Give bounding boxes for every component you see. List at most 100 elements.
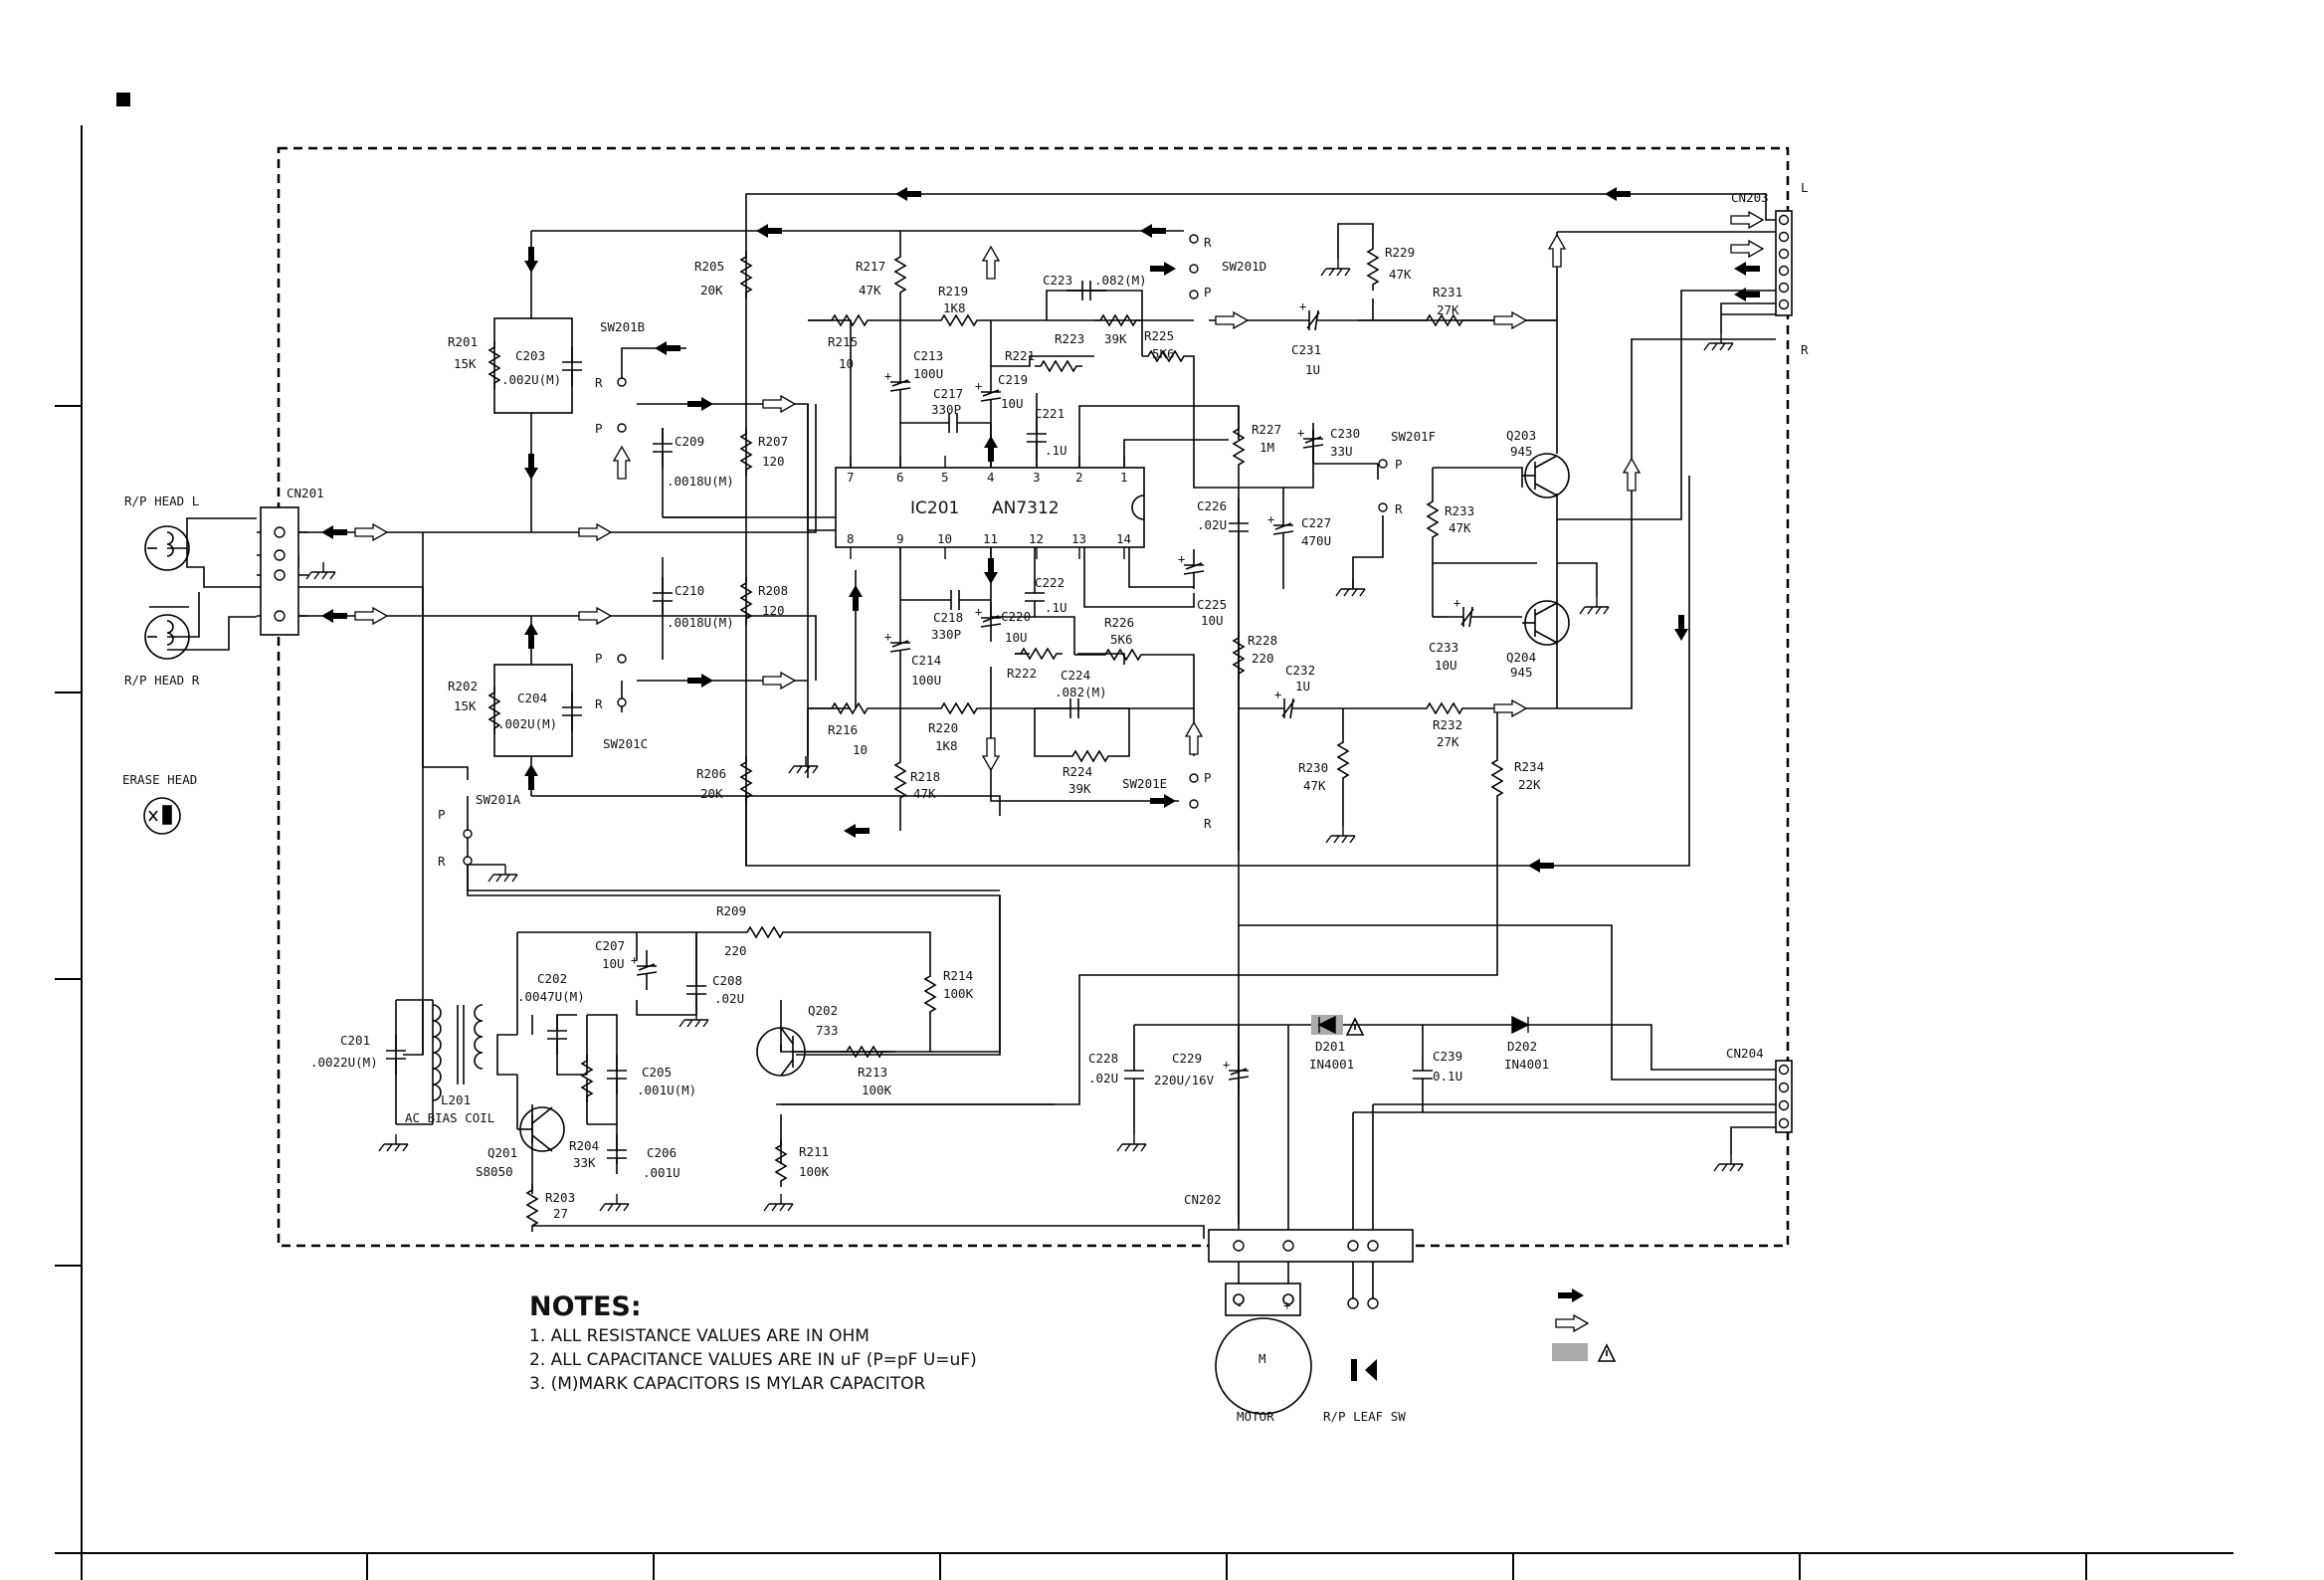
bias-coil-l201	[432, 1004, 484, 1101]
r215-ref: R215	[828, 334, 858, 349]
sw201c-r: R	[595, 696, 603, 711]
r232-ref: R232	[1433, 717, 1462, 732]
ic-pin-numbers: 7 6 5 4 3 2 1 8 9 10 11 12 13 14	[847, 470, 1131, 546]
c225-ref: C225	[1197, 597, 1227, 612]
r219-ref: R219	[938, 284, 968, 298]
c218-ref: C218	[933, 610, 963, 625]
c228-ref: C228	[1088, 1051, 1118, 1066]
r233-ref: R233	[1445, 503, 1474, 518]
sw201f-p: P	[1395, 457, 1403, 472]
r202-val: 15K	[454, 698, 477, 713]
r228-ref: R228	[1248, 633, 1277, 648]
r205-val: 20K	[700, 283, 723, 297]
c207-val: 10U	[602, 956, 625, 971]
c206-ref: C206	[647, 1145, 677, 1160]
erase-head-label: ERASE HEAD	[122, 772, 197, 787]
resistor-r214	[924, 969, 936, 1019]
cn204-label: CN204	[1726, 1046, 1764, 1061]
c232-ref: C232	[1285, 663, 1315, 678]
capacitor-c239	[1412, 1054, 1434, 1095]
r220-ref: R220	[928, 720, 958, 735]
resistor-r209	[740, 926, 790, 938]
ic-pin-12: 12	[1029, 531, 1044, 546]
resistor-r224	[1065, 750, 1115, 762]
c229-ref: C229	[1172, 1051, 1202, 1066]
q204-ref: Q204	[1506, 650, 1536, 665]
c209-val: .0018U(M)	[667, 474, 734, 489]
r203-val: 27	[553, 1206, 568, 1221]
rp-head-l-label: R/P HEAD L	[124, 494, 199, 508]
r208-val: 120	[762, 603, 785, 618]
sw201d-label: SW201D	[1222, 259, 1266, 274]
r202-ref: R202	[448, 679, 478, 693]
capacitor-c230	[1296, 422, 1324, 464]
resistor-r234	[1491, 753, 1503, 803]
sw201b-p: P	[595, 421, 603, 436]
capacitor-c233	[1447, 595, 1488, 628]
c226-ref: C226	[1197, 498, 1227, 513]
ic-pin-13: 13	[1071, 531, 1086, 546]
c217-val: 330P	[931, 402, 961, 417]
c208-ref: C208	[712, 973, 742, 988]
r228-val: 220	[1252, 651, 1274, 666]
resistor-r217	[894, 250, 906, 299]
ic-pin-9: 9	[896, 531, 904, 546]
c210-val: .0018U(M)	[667, 615, 734, 630]
capacitor-c218	[934, 589, 976, 611]
r201-val: 15K	[454, 356, 477, 371]
c224-val: .082(M)	[1055, 685, 1107, 699]
r234-ref: R234	[1514, 759, 1544, 774]
sw201e-label: SW201E	[1122, 776, 1167, 791]
c210-ref: C210	[675, 583, 704, 598]
c239-ref: C239	[1433, 1049, 1462, 1064]
capacitor-c214	[883, 626, 911, 668]
c213-val: 100U	[913, 366, 943, 381]
c204-ref: C204	[517, 691, 547, 705]
c233-val: 10U	[1435, 658, 1457, 673]
r218-ref: R218	[910, 769, 940, 784]
capacitor-c231	[1292, 298, 1334, 331]
r220-val: 1K8	[935, 738, 958, 753]
c239-val: 0.1U	[1433, 1069, 1462, 1084]
c231-val: 1U	[1305, 362, 1320, 377]
legend-playback-arrow	[1558, 1288, 1584, 1302]
r215-val: 10	[839, 356, 854, 371]
leaf-switch-symbol	[1347, 1297, 1379, 1381]
c204-val: .002U(M)	[497, 716, 557, 731]
r221-ref: R221	[1005, 348, 1035, 363]
notes-title: NOTES:	[529, 1291, 642, 1322]
transistor-q203	[1522, 453, 1570, 498]
r204-val: 33K	[573, 1155, 596, 1170]
erase-head	[143, 797, 181, 835]
c220-ref: C220	[1001, 609, 1031, 624]
r203-ref: R203	[545, 1190, 575, 1205]
sw201a-label: SW201A	[476, 792, 521, 807]
r204-ref: R204	[569, 1138, 599, 1153]
q203-part: 945	[1510, 444, 1533, 459]
sw201f-r: R	[1395, 501, 1403, 516]
r214-ref: R214	[943, 968, 973, 983]
c219-val: 10U	[1001, 396, 1024, 411]
rp-head-l	[144, 525, 190, 571]
r224-val: 39K	[1068, 781, 1091, 796]
r209-val: 220	[724, 943, 747, 958]
motor-label: MOTOR	[1237, 1409, 1274, 1424]
resistor-r229	[1367, 242, 1379, 292]
sw201d-r: R	[1204, 235, 1212, 250]
c201-ref: C201	[340, 1033, 370, 1048]
c202-val: .0047U(M)	[517, 989, 585, 1004]
capacitor-c213	[883, 365, 911, 407]
c227-ref: C227	[1301, 515, 1331, 530]
legend-safety-box	[1552, 1343, 1588, 1361]
r229-val: 47K	[1389, 267, 1412, 282]
r209-ref: R209	[716, 903, 746, 918]
ic-pin-5: 5	[941, 470, 949, 485]
l201-ref: L201	[441, 1092, 471, 1107]
c208-val: .02U	[714, 991, 744, 1006]
pcb-boundary	[277, 146, 1790, 1248]
q202-ref: Q202	[808, 1003, 838, 1018]
c214-ref: C214	[911, 653, 941, 668]
notes-item-3: 3. (M)MARK CAPACITORS IS MYLAR CAPACITOR	[529, 1374, 925, 1394]
c227-val: 470U	[1301, 533, 1331, 548]
c221-val: .1U	[1045, 443, 1067, 458]
